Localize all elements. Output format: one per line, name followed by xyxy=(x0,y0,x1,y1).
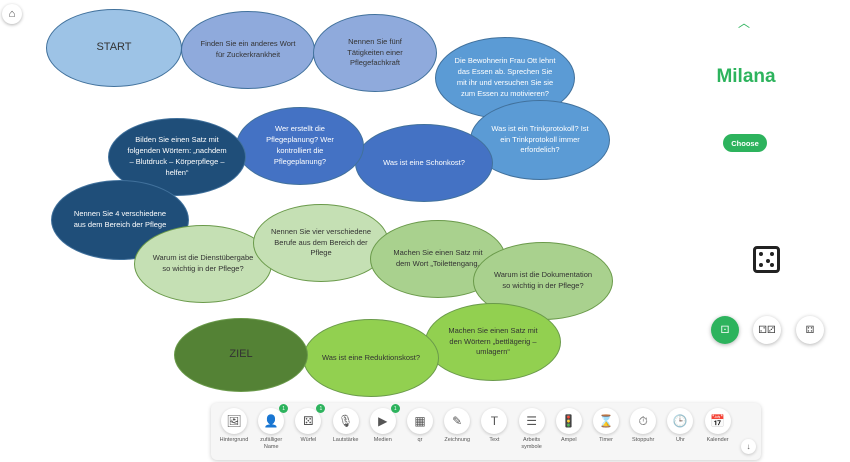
tool-label: Medien xyxy=(373,437,392,443)
tool-icon: ⚄1 xyxy=(295,404,326,434)
home-icon: ⌂ xyxy=(8,8,16,20)
tool-kalender[interactable]: 📅 Kalender xyxy=(700,408,736,444)
tool-icon: 🎙 xyxy=(332,408,359,434)
tool-zufälliger-name[interactable]: 👤1 zufälliger Name xyxy=(253,404,289,451)
board-field: Machen Sie einen Satz mit den Wörtern „b… xyxy=(425,303,561,381)
dice-icon[interactable] xyxy=(753,246,780,273)
tool-zeichnung[interactable]: ✎ Zeichnung xyxy=(439,408,475,444)
tool-icon: 👤1 xyxy=(258,404,289,434)
tool-timer[interactable]: ⌛ Timer xyxy=(588,408,624,444)
tool-hintergrund[interactable]: 🖼 Hintergrund xyxy=(216,408,252,444)
choose-button[interactable]: Choose xyxy=(723,134,767,152)
kalender-icon: 📅 xyxy=(710,414,726,428)
tool-label: Uhr xyxy=(675,437,685,443)
board-field: Wer erstellt die Pflegeplanung? Wer kont… xyxy=(236,107,364,185)
tool-icon: 🚦 xyxy=(555,408,582,434)
stoppuhr-icon: ⏱ xyxy=(638,413,648,428)
tool-icon: 🖼 xyxy=(221,408,247,434)
board-field: Finden Sie ein anderes Wort für Zuckerkr… xyxy=(181,11,315,89)
tool-icon: ☰ xyxy=(518,408,545,434)
goal-field: ZIEL xyxy=(174,318,308,392)
ampel-icon: 🚦 xyxy=(561,414,577,428)
board-field: Was ist eine Reduktionskost? xyxy=(303,319,439,397)
tool-label: Kalender xyxy=(706,437,729,443)
tool-arbeits-symbole[interactable]: ☰ Arbeits symbole xyxy=(514,408,550,451)
tool-label: Text xyxy=(489,437,500,443)
zuf-lliger-name-icon: 👤 xyxy=(263,414,279,428)
arbeits-symbole-icon: ☰ xyxy=(526,414,537,428)
tool-icon: ✎ xyxy=(444,408,471,434)
lautst-rke-icon: 🎙 xyxy=(337,414,354,428)
one-die-button[interactable]: ⚀ xyxy=(711,316,739,344)
tool-label: Lautstärke xyxy=(332,437,359,443)
tool-text[interactable]: T Text xyxy=(476,408,512,444)
tool-icon: 📅 xyxy=(704,408,731,434)
tool-label: Stoppuhr xyxy=(632,437,655,443)
home-button[interactable]: ⌂ xyxy=(2,4,22,24)
tool-label: Hintergrund xyxy=(219,437,249,443)
zeichnung-icon: ✎ xyxy=(452,414,463,428)
tool-stoppuhr[interactable]: ⏱ Stoppuhr xyxy=(625,408,661,444)
hintergrund-icon: 🖼 xyxy=(226,414,242,428)
tool-label: Arbeits symbole xyxy=(521,437,542,451)
uhr-icon: 🕒 xyxy=(672,414,688,428)
count-badge: 1 xyxy=(390,404,400,413)
tool-icon: ⏱ xyxy=(630,408,657,434)
timer-icon: ⌛ xyxy=(598,414,614,428)
three-dice-icon: ⚃ xyxy=(805,324,815,336)
text-icon: T xyxy=(490,414,499,428)
tool-qr[interactable]: ▦ qr xyxy=(402,408,438,444)
tool-icon: ⌛ xyxy=(593,408,619,434)
tool-ampel[interactable]: 🚦 Ampel xyxy=(551,408,587,444)
w-rfel-icon: ⚄ xyxy=(303,414,314,428)
board-field: Warum ist die Dienstübergabe so wichtig … xyxy=(134,225,272,303)
count-badge: 1 xyxy=(316,404,326,413)
board-field: Was ist eine Schonkost? xyxy=(355,124,493,202)
board-field: Bilden Sie einen Satz mit folgenden Wört… xyxy=(108,118,246,196)
tool-icon: ▦ xyxy=(407,408,433,434)
die-icon: ⚀ xyxy=(720,324,730,336)
selected-name: Milana xyxy=(716,66,776,87)
medien-icon: ▶ xyxy=(378,414,388,428)
count-badge: 1 xyxy=(279,404,289,413)
board-field: Nennen Sie fünf Tätigkeiten einer Pflege… xyxy=(313,14,437,92)
board-field: Was ist ein Trinkprotokoll? Ist ein Trin… xyxy=(470,100,610,180)
tool-icon: T xyxy=(481,408,508,434)
tool-label: Timer xyxy=(599,437,613,443)
tool-icon: 🕒 xyxy=(667,408,694,434)
start-field: START xyxy=(46,9,182,87)
board-field: Nennen Sie 4 verschiedene aus dem Bereic… xyxy=(51,180,189,260)
three-dice-button[interactable]: ⚃ xyxy=(796,316,824,344)
collapse-toolbar-button[interactable]: ↓ xyxy=(741,439,756,454)
tool-label: Zeichnung xyxy=(444,437,471,443)
two-dice-icon: ⚁⚂ xyxy=(758,324,776,336)
tool-label: Würfel xyxy=(300,437,317,443)
qr-icon: ▦ xyxy=(414,414,426,428)
tool-label: zufälliger Name xyxy=(260,437,283,451)
tool-label: qr xyxy=(417,437,423,443)
two-dice-button[interactable]: ⚁⚂ xyxy=(753,316,781,344)
tool-icon: ▶1 xyxy=(369,404,400,434)
tool-uhr[interactable]: 🕒 Uhr xyxy=(662,408,698,444)
chevron-up-icon[interactable]: ︿ xyxy=(738,16,751,30)
tool-lautstärke[interactable]: 🎙 Lautstärke xyxy=(328,408,364,444)
tool-label: Ampel xyxy=(561,437,577,443)
board-field: Nennen Sie vier verschiedene Berufe aus … xyxy=(253,204,389,282)
